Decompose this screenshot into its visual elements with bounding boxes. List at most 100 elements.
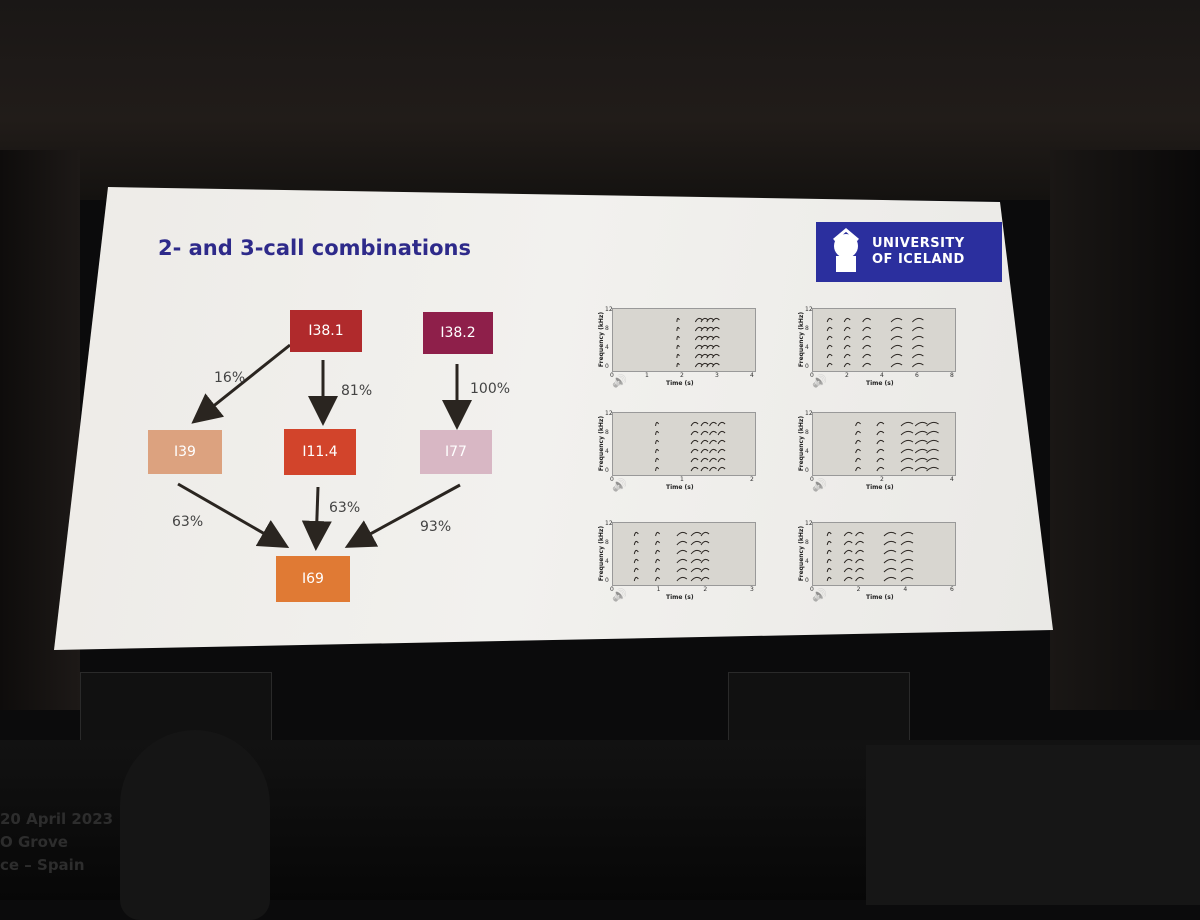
harmonic-trace — [843, 344, 851, 350]
harmonic-trace — [914, 439, 928, 445]
y-axis-label: Frequency (kHz) — [598, 311, 606, 368]
harmonic-trace — [876, 466, 885, 472]
harmonic-trace — [709, 448, 717, 454]
harmonic-trace — [843, 531, 853, 537]
node-label: I38.2 — [440, 325, 476, 341]
harmonic-trace — [900, 421, 914, 427]
harmonic-trace — [900, 466, 914, 472]
y-tick-label: 12 — [605, 520, 613, 527]
node-label: I38.1 — [308, 323, 344, 339]
harmonic-trace — [890, 326, 903, 332]
harmonic-trace — [826, 567, 832, 573]
spectrogram-plot — [612, 412, 756, 476]
banner-line-1: 20 April 2023 — [0, 810, 114, 828]
speaker-icon[interactable]: 🔊 — [612, 478, 627, 492]
harmonic-trace — [700, 344, 709, 350]
harmonic-trace — [717, 466, 726, 472]
harmonic-trace — [843, 558, 853, 564]
logo-line-2: OF ICELAND — [872, 252, 965, 267]
harmonic-trace — [706, 362, 715, 368]
harmonic-trace — [655, 421, 660, 427]
harmonic-trace — [700, 549, 710, 555]
harmonic-trace — [709, 421, 717, 427]
y-tick-label: 8 — [805, 539, 809, 546]
speaker-icon[interactable]: 🔊 — [812, 374, 827, 388]
x-axis-label: Time (s) — [866, 380, 894, 387]
harmonic-trace — [676, 540, 688, 546]
harmonic-trace — [655, 549, 661, 555]
x-tick-label: 8 — [950, 372, 954, 379]
harmonic-trace — [876, 448, 885, 454]
spectrogram-trace — [826, 531, 914, 582]
y-tick-label: 4 — [805, 344, 809, 351]
harmonic-trace — [890, 317, 903, 323]
edge-label: 81% — [341, 383, 373, 399]
harmonic-trace — [926, 439, 939, 445]
x-tick-label: 0 — [610, 586, 614, 593]
harmonic-trace — [843, 549, 853, 555]
y-tick-label: 0 — [605, 363, 609, 370]
harmonic-trace — [883, 531, 897, 537]
harmonic-trace — [914, 457, 928, 463]
x-tick-label: 0 — [810, 586, 814, 593]
harmonic-trace — [900, 531, 914, 537]
harmonic-trace — [862, 326, 872, 332]
y-tick-label: 0 — [805, 467, 809, 474]
harmonic-trace — [912, 326, 924, 332]
harmonic-trace — [862, 344, 872, 350]
harmonic-trace — [843, 353, 851, 359]
harmonic-trace — [676, 531, 688, 537]
arrow-i39-i69 — [177, 482, 290, 548]
banner-line-2: O Grove — [0, 833, 68, 851]
harmonic-trace — [862, 335, 872, 341]
spectrogram-plot — [612, 308, 756, 372]
x-tick-label: 2 — [680, 372, 684, 379]
speaker-icon[interactable]: 🔊 — [812, 478, 827, 492]
speaker-icon[interactable]: 🔊 — [612, 588, 627, 602]
banner-line-3: ce – Spain — [0, 856, 85, 874]
x-axis-label: Time (s) — [666, 484, 694, 491]
y-tick-label: 12 — [605, 306, 613, 313]
harmonic-trace — [926, 466, 939, 472]
harmonic-trace — [926, 421, 939, 427]
harmonic-trace — [633, 531, 639, 537]
harmonic-trace — [676, 567, 688, 573]
harmonic-trace — [676, 344, 680, 350]
harmonic-trace — [826, 558, 832, 564]
y-axis-label: Frequency (kHz) — [598, 415, 606, 472]
node-i39: I39 — [148, 430, 222, 474]
harmonic-trace — [690, 576, 702, 582]
harmonic-trace — [912, 353, 924, 359]
x-tick-label: 4 — [880, 372, 884, 379]
harmonic-trace — [826, 362, 833, 368]
spectrogram-plot — [612, 522, 756, 586]
harmonic-trace — [706, 335, 715, 341]
y-tick-label: 0 — [605, 577, 609, 584]
harmonic-trace — [690, 549, 702, 555]
harmonic-trace — [655, 531, 661, 537]
speaker-icon[interactable]: 🔊 — [612, 374, 627, 388]
harmonic-trace — [843, 576, 853, 582]
speaker-icon[interactable]: 🔊 — [812, 588, 827, 602]
harmonic-trace — [855, 430, 861, 436]
harmonic-trace — [883, 576, 897, 582]
harmonic-trace — [700, 576, 710, 582]
harmonic-trace — [700, 353, 709, 359]
university-logo: UNIVERSITY OF ICELAND — [816, 222, 1002, 282]
harmonic-trace — [676, 326, 680, 332]
harmonic-trace — [926, 448, 939, 454]
spectrogram-plot — [812, 308, 956, 372]
x-tick-label: 1 — [645, 372, 649, 379]
harmonic-trace — [855, 531, 864, 537]
x-tick-label: 2 — [880, 476, 884, 483]
node-i38-2: I38.2 — [423, 312, 493, 354]
harmonic-trace — [855, 466, 861, 472]
y-tick-label: 4 — [605, 344, 609, 351]
harmonic-trace — [676, 335, 680, 341]
harmonic-trace — [690, 448, 699, 454]
harmonic-trace — [912, 317, 924, 323]
y-tick-label: 4 — [605, 558, 609, 565]
